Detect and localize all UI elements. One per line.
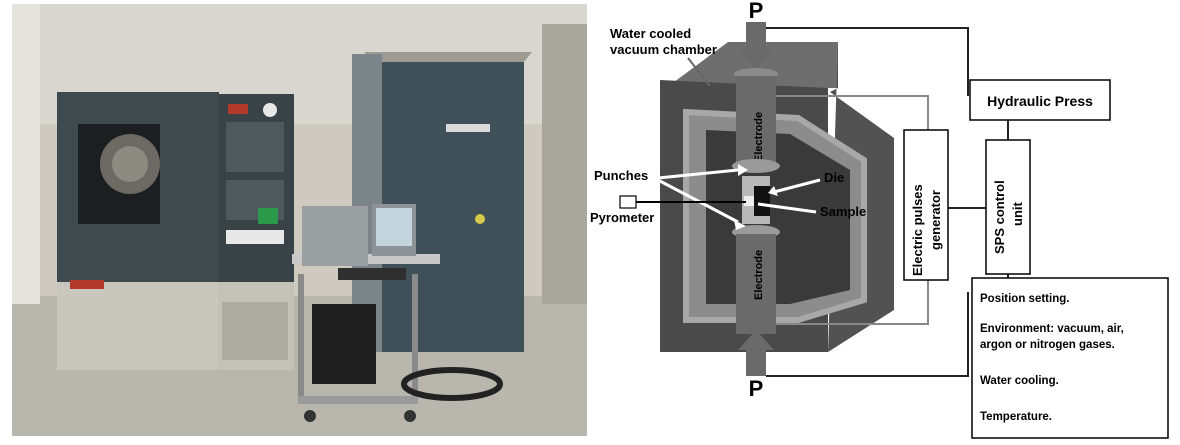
press-bottom-label: P bbox=[749, 376, 764, 401]
press-up-arrow-icon bbox=[738, 330, 774, 350]
settings-box bbox=[971, 277, 1169, 439]
press-top-label: P bbox=[749, 0, 764, 23]
setting-water: Water cooling. bbox=[980, 375, 1059, 387]
die bbox=[754, 186, 770, 216]
machine-label-plate bbox=[70, 280, 104, 289]
setting-position: Position setting. bbox=[980, 293, 1069, 305]
top-electrode-label: Electrode bbox=[753, 112, 765, 162]
hydraulic-press-box bbox=[969, 79, 1111, 121]
pulse-generator-box bbox=[903, 129, 949, 281]
pyrometer-label: Pyrometer bbox=[590, 210, 654, 225]
die-label: Die bbox=[824, 170, 844, 185]
bottom-electrode-label: Electrode bbox=[753, 250, 765, 300]
chamber-label-line2: vacuum chamber bbox=[610, 42, 717, 57]
sps-control-unit-box bbox=[985, 139, 1031, 275]
sample-label: Sample bbox=[820, 204, 866, 219]
pyrometer-icon bbox=[619, 195, 637, 209]
sps-machine-illustration bbox=[12, 4, 587, 436]
punches-label: Punches bbox=[594, 168, 648, 183]
control-label-line1: SPS control bbox=[992, 180, 1007, 254]
top-electrode bbox=[736, 76, 776, 166]
generator-label-line1: Electric pulses bbox=[910, 184, 925, 276]
generator-label-line2: generator bbox=[928, 190, 943, 250]
control-label-line2: unit bbox=[1010, 202, 1025, 226]
sample bbox=[744, 196, 754, 206]
press-down-arrow-icon bbox=[738, 50, 774, 70]
cooling-jacket bbox=[683, 108, 867, 323]
setting-environment-line2: argon or nitrogen gases. bbox=[980, 339, 1115, 351]
setting-environment-line1: Environment: vacuum, air, bbox=[980, 323, 1124, 335]
sps-schematic-svg: P Electrode Electrode P Water cooled vac… bbox=[590, 0, 1169, 439]
bottom-electrode bbox=[736, 234, 776, 334]
sps-machine-photo bbox=[12, 4, 587, 436]
sps-schematic: P Electrode Electrode P Water cooled vac… bbox=[588, 0, 1180, 440]
chamber-label-line1: Water cooled bbox=[610, 26, 691, 41]
setting-temperature: Temperature. bbox=[980, 411, 1052, 423]
hydraulic-press-label: Hydraulic Press bbox=[987, 93, 1093, 109]
